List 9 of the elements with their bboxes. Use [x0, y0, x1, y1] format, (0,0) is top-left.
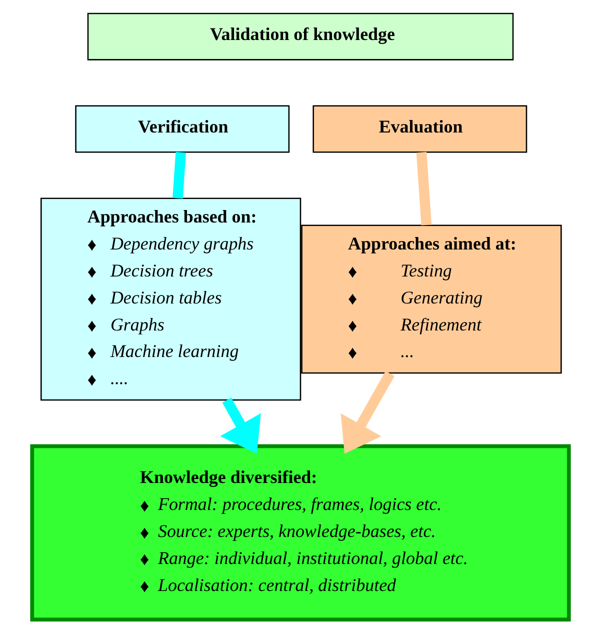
node-box: Knowledge diversified: ♦ Formal: procedures, frames, logics etc. ♦ Source: experts, knowledge-bases, etc. ♦ Range: individual, institutional, global etc. ♦ Localisation: central, distributed	[30, 444, 570, 622]
node-box: Verification	[74, 105, 290, 153]
node-box: Evaluation	[312, 105, 527, 153]
connector	[416, 152, 432, 226]
node-box: Validation of knowledge	[86, 12, 514, 60]
node-box: Approaches aimed at: ♦ Testing ♦ Generating ♦ Refinement ♦ ...	[300, 224, 562, 374]
connector	[172, 152, 186, 199]
arrow	[340, 371, 394, 454]
node-box: Approaches based on: ♦ Dependency graphs ♦ Decision trees ♦ Decision tables ♦ Graphs ♦ Machine learning ♦ ....	[40, 198, 301, 401]
